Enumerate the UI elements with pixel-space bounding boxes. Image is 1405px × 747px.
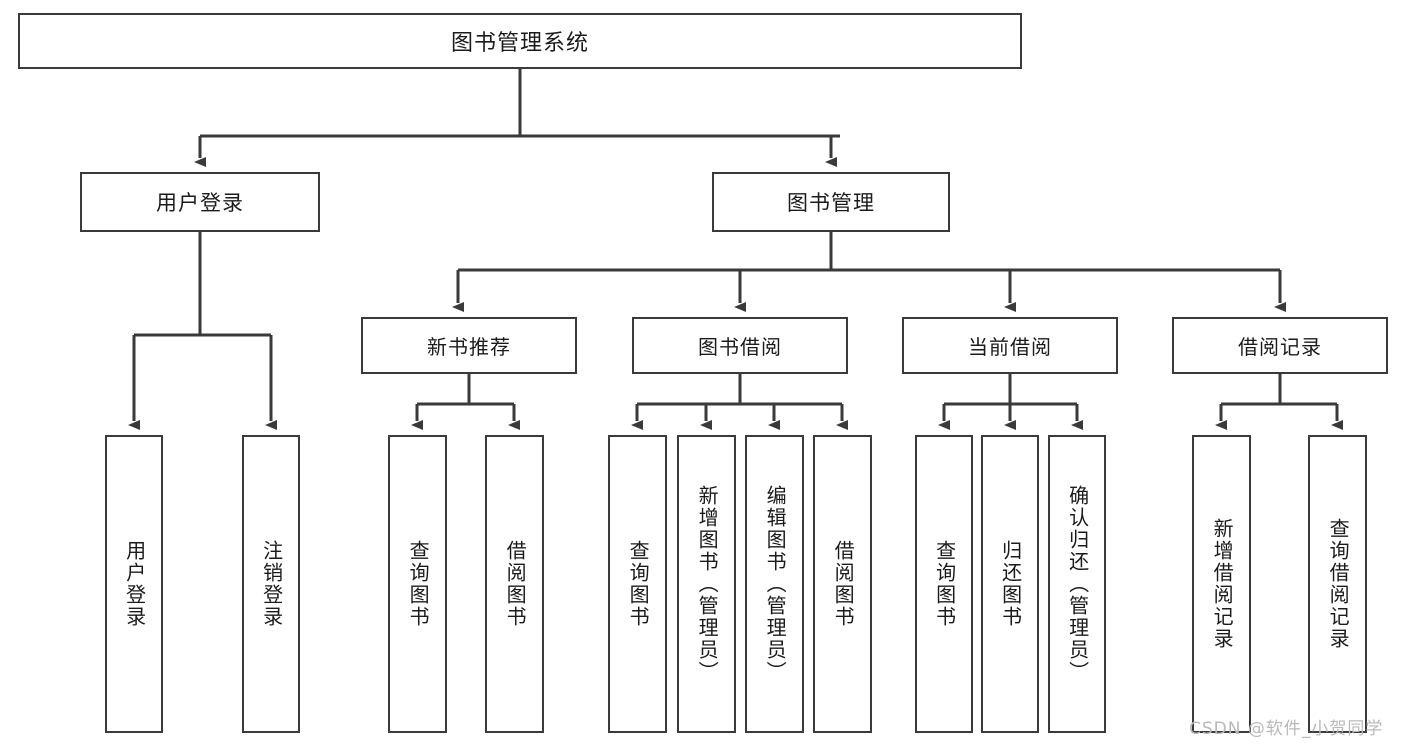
leaf-label: 查询图书: [406, 540, 431, 628]
leaf-user-login[interactable]: 用户登录: [105, 435, 163, 733]
leaf-query-books-recommend[interactable]: 查询图书: [388, 435, 447, 733]
leaf-confirm-return-admin[interactable]: 确认归还（管理员）: [1048, 435, 1106, 733]
node-current-borrow-label: 当前借阅: [968, 335, 1052, 359]
leaf-label: 归还图书: [998, 540, 1023, 628]
leaf-edit-book-admin[interactable]: 编辑图书（管理员）: [745, 435, 804, 733]
leaf-label: 确认归还（管理员）: [1065, 485, 1090, 683]
leaf-query-borrow-record[interactable]: 查询借阅记录: [1308, 435, 1367, 733]
node-root[interactable]: 图书管理系统: [18, 13, 1022, 69]
leaf-borrow-books[interactable]: 借阅图书: [813, 435, 872, 733]
node-new-book-recommend[interactable]: 新书推荐: [361, 317, 577, 374]
node-current-borrow[interactable]: 当前借阅: [902, 317, 1118, 374]
node-user-login-label: 用户登录: [156, 191, 244, 215]
leaf-label: 编辑图书（管理员）: [763, 485, 788, 683]
node-root-label: 图书管理系统: [450, 31, 589, 56]
leaf-label: 借阅图书: [503, 540, 528, 628]
leaf-label: 注销登录: [259, 540, 284, 628]
leaf-logout[interactable]: 注销登录: [242, 435, 300, 733]
leaf-label: 新增借阅记录: [1210, 518, 1235, 650]
node-borrow-record-label: 借阅记录: [1238, 335, 1322, 359]
leaf-query-books-current[interactable]: 查询图书: [915, 435, 973, 733]
node-user-login[interactable]: 用户登录: [80, 172, 320, 232]
leaf-return-books[interactable]: 归还图书: [981, 435, 1039, 733]
leaf-add-borrow-record[interactable]: 新增借阅记录: [1192, 435, 1251, 733]
node-new-book-recommend-label: 新书推荐: [427, 335, 511, 359]
node-book-management[interactable]: 图书管理: [712, 172, 950, 232]
node-book-borrow[interactable]: 图书借阅: [632, 317, 848, 374]
node-book-management-label: 图书管理: [787, 191, 875, 215]
leaf-label: 用户登录: [122, 540, 147, 628]
node-borrow-record[interactable]: 借阅记录: [1172, 317, 1388, 374]
leaf-label: 新增图书（管理员）: [695, 485, 720, 683]
node-book-borrow-label: 图书借阅: [698, 335, 782, 359]
leaf-add-book-admin[interactable]: 新增图书（管理员）: [677, 435, 736, 733]
leaf-label: 借阅图书: [831, 540, 856, 628]
leaf-query-books-borrow[interactable]: 查询图书: [608, 435, 667, 733]
leaf-label: 查询图书: [626, 540, 651, 628]
watermark-text: CSDN @软件_小贺同学: [1189, 719, 1384, 739]
leaf-borrow-books-recommend[interactable]: 借阅图书: [485, 435, 544, 733]
leaf-label: 查询借阅记录: [1326, 518, 1351, 650]
leaf-label: 查询图书: [932, 540, 957, 628]
